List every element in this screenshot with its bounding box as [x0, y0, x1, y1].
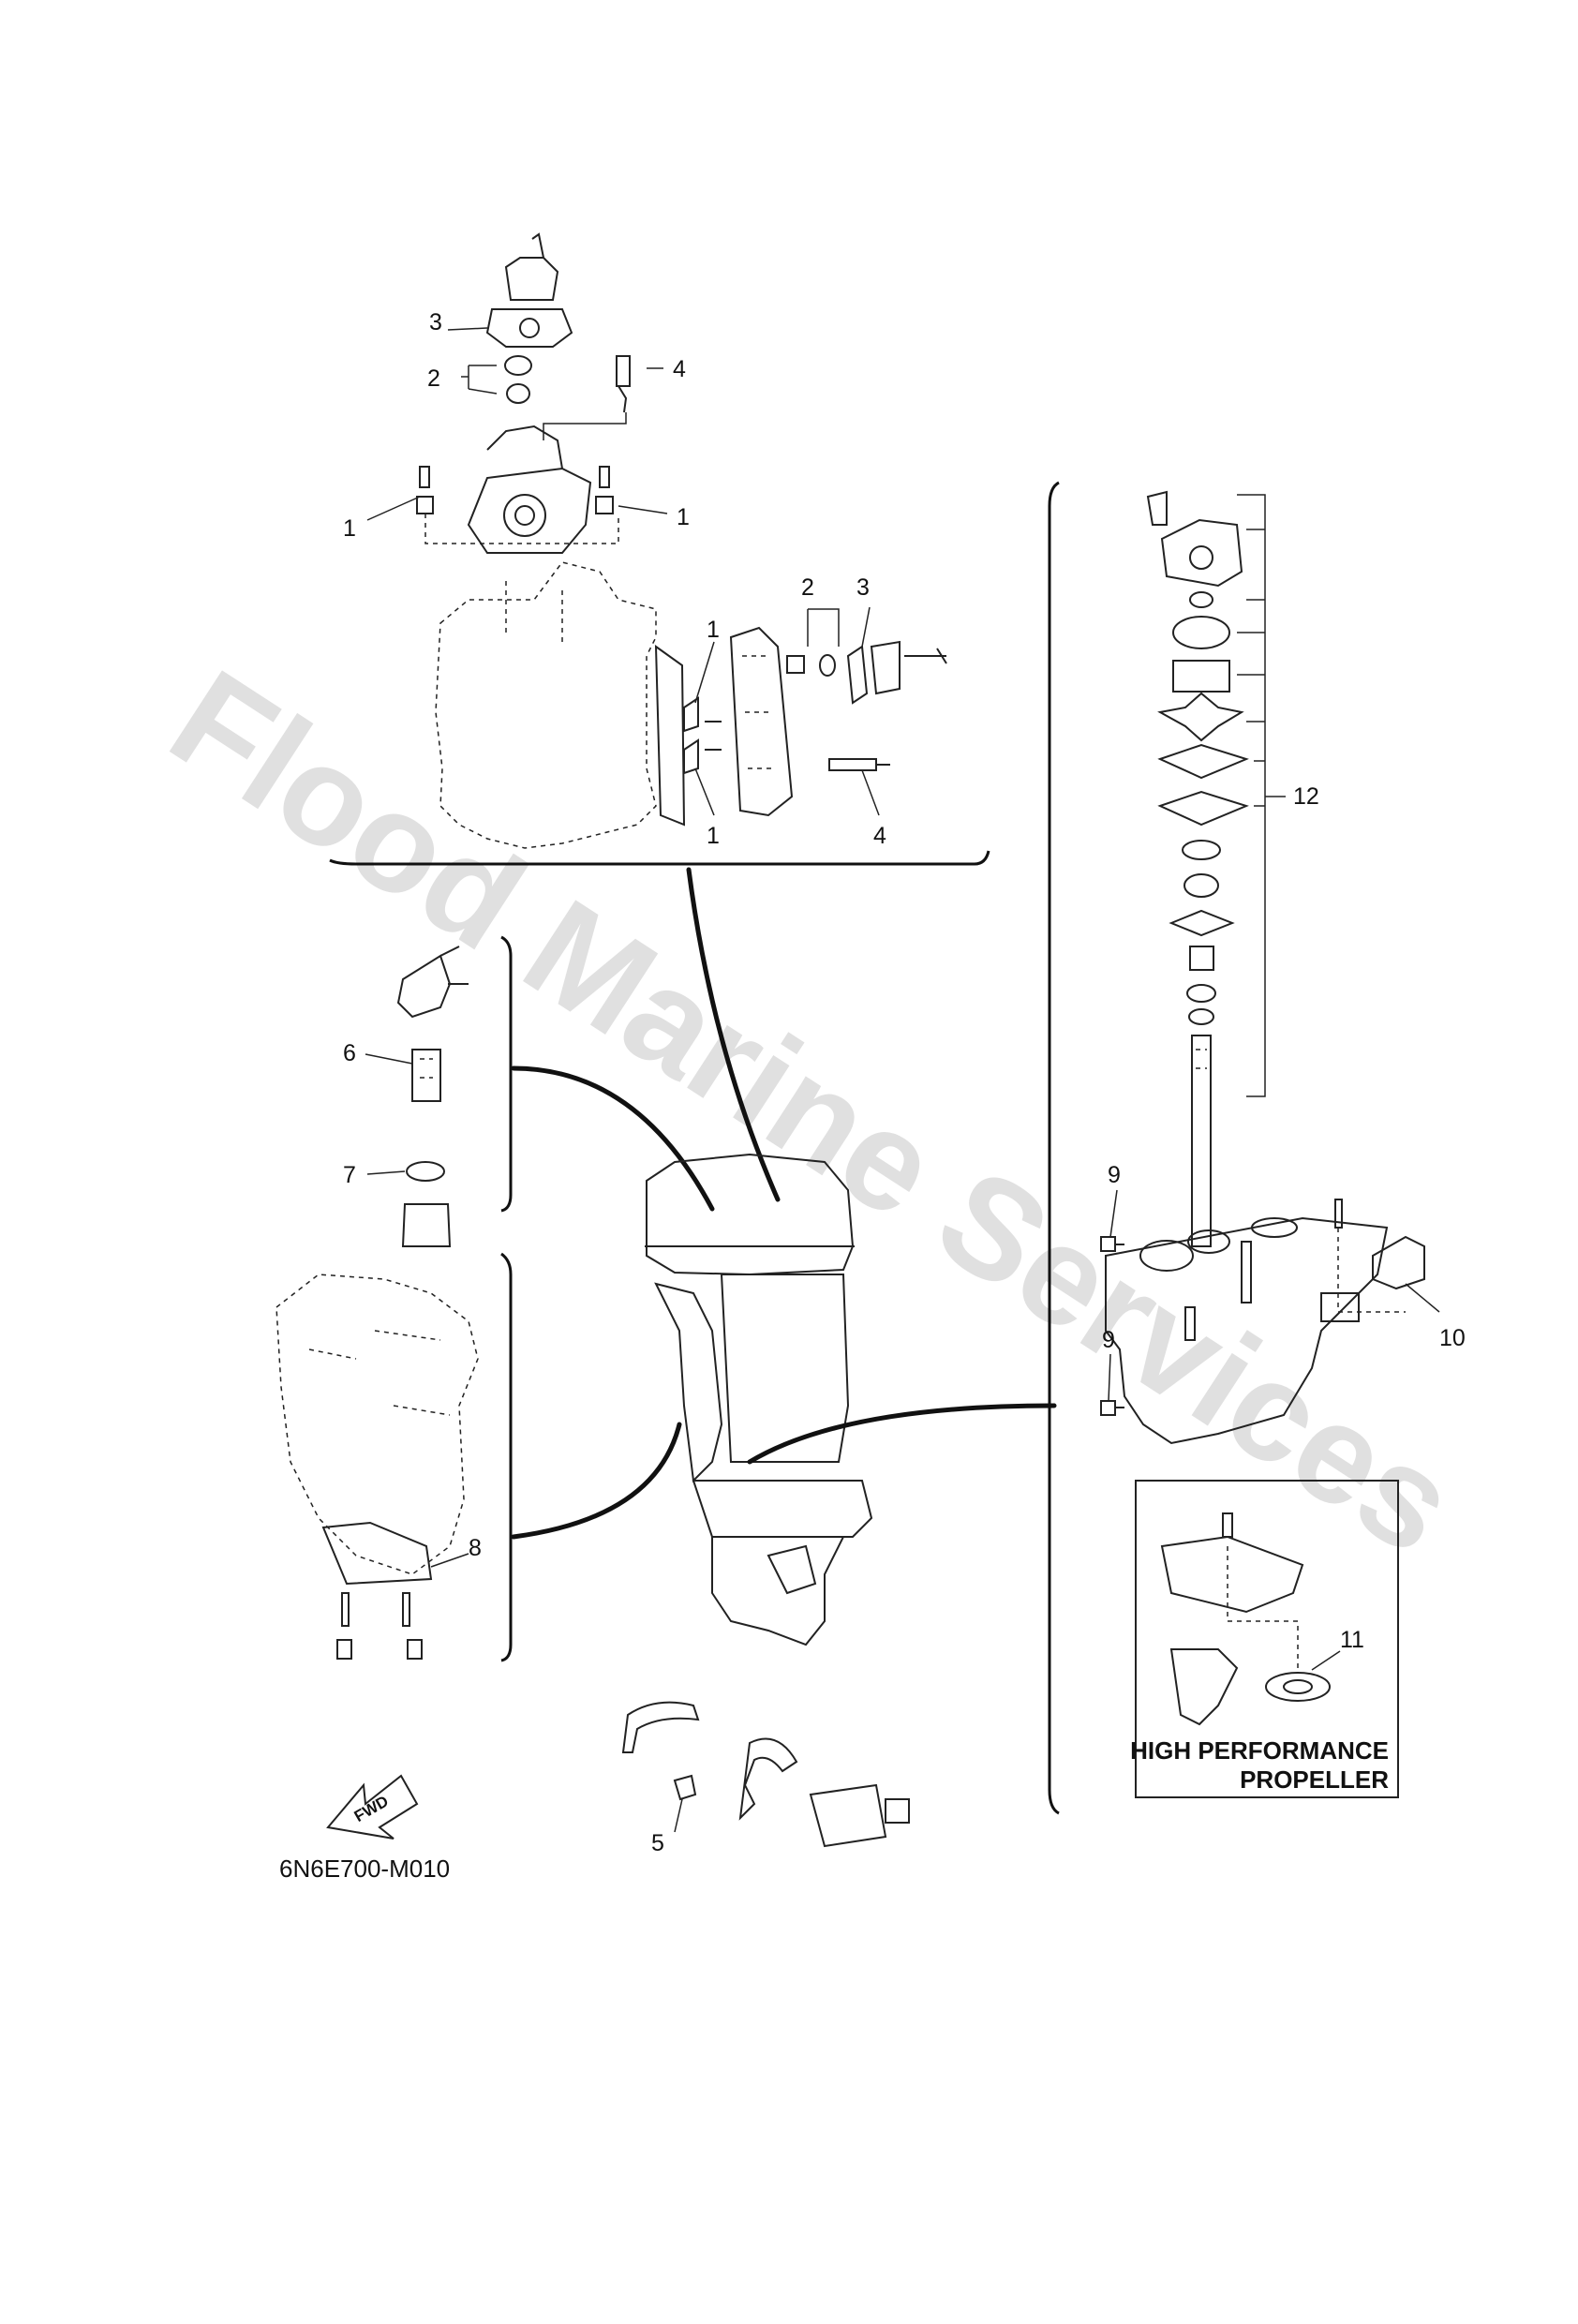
connector-powerhead — [686, 867, 781, 1202]
fwd-label: FWD — [351, 1792, 392, 1825]
callout-3-top: 3 — [429, 309, 442, 335]
connector-mount — [511, 1422, 682, 1540]
fuel-filter-group: 6 7 — [343, 935, 513, 1247]
callout-10: 10 — [1439, 1325, 1466, 1351]
watermark: Flood Marine Services — [145, 639, 1482, 1584]
callout-3-right: 3 — [856, 574, 870, 601]
lower-unit-group: 12 10 9 9 11 HIGH PERFORMANCE PROPELLER — [1048, 481, 1466, 1815]
outboard-engine — [645, 1153, 873, 1646]
fuel-pump-group: 5 — [621, 1701, 910, 1856]
callout-1-mid-bottom: 1 — [707, 823, 720, 849]
callout-1-top-left: 1 — [343, 515, 356, 542]
callout-4-top: 4 — [673, 356, 686, 382]
inset-title-line2: PROPELLER — [1240, 1765, 1389, 1794]
callout-2-top: 2 — [427, 365, 440, 392]
callout-8: 8 — [469, 1535, 482, 1561]
callout-1-mid-top: 1 — [707, 617, 720, 643]
diagram-code: 6N6E700-M010 — [279, 1855, 450, 1883]
callout-5: 5 — [651, 1830, 664, 1856]
fwd-arrow: FWD — [326, 1774, 419, 1840]
high-performance-inset — [1135, 1480, 1399, 1798]
callout-2-right: 2 — [801, 574, 814, 601]
callout-12: 12 — [1293, 783, 1319, 810]
inset-title-line1: HIGH PERFORMANCE — [1130, 1736, 1389, 1765]
callout-9-upper: 9 — [1108, 1162, 1121, 1188]
callout-9-lower: 9 — [1102, 1327, 1115, 1353]
powerhead-group: 3 2 4 1 1 1 1 2 3 4 — [329, 232, 990, 866]
callout-4-right: 4 — [873, 823, 886, 849]
connector-lower-unit — [747, 1403, 1057, 1465]
connector-fuel-filter — [511, 1065, 715, 1212]
mount-group: 8 — [275, 1252, 513, 1662]
callout-7: 7 — [343, 1162, 356, 1188]
callout-11: 11 — [1340, 1627, 1364, 1653]
callout-1-top-right: 1 — [677, 504, 690, 530]
callout-6: 6 — [343, 1040, 356, 1066]
